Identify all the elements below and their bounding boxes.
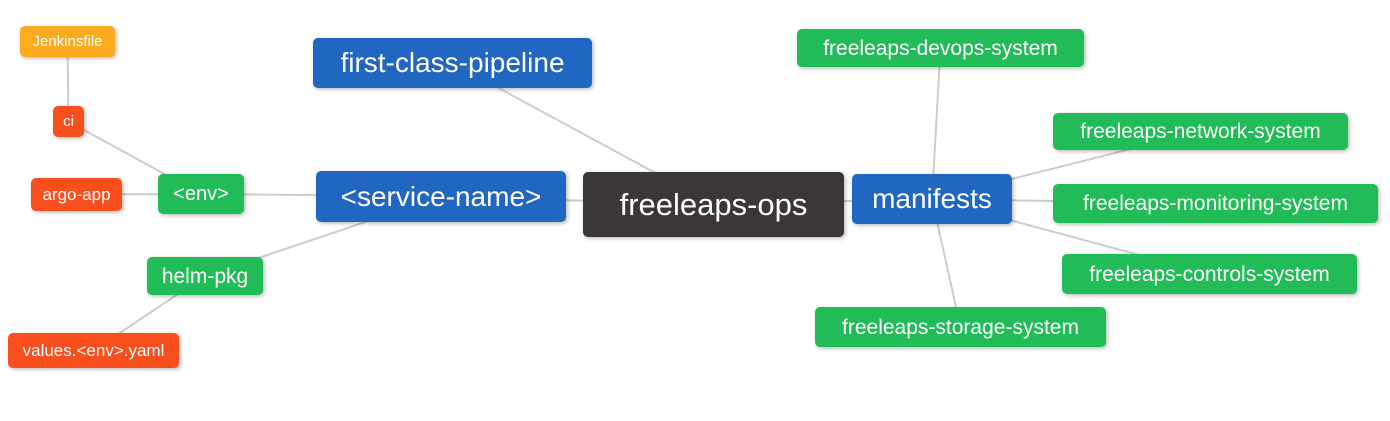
mindmap-node-storage-system[interactable]: freeleaps-storage-system <box>815 307 1106 347</box>
edge-manifests-to-devops-system <box>931 47 942 200</box>
mindmap-node-network-system[interactable]: freeleaps-network-system <box>1053 113 1348 150</box>
mindmap-node-manifests[interactable]: manifests <box>852 174 1012 224</box>
mindmap-node-first-class-pipeline[interactable]: first-class-pipeline <box>313 38 592 88</box>
mindmap-node-monitoring-system[interactable]: freeleaps-monitoring-system <box>1053 184 1378 223</box>
mindmap-node-argo-app[interactable]: argo-app <box>31 178 122 211</box>
mindmap-node-devops-system[interactable]: freeleaps-devops-system <box>797 29 1084 67</box>
mindmap-node-service-name[interactable]: <service-name> <box>316 171 566 222</box>
mindmap-node-jenkinsfile[interactable]: Jenkinsfile <box>20 26 115 57</box>
mindmap-node-ci[interactable]: ci <box>53 106 84 137</box>
mindmap-node-env[interactable]: <env> <box>158 174 244 214</box>
mindmap-node-controls-system[interactable]: freeleaps-controls-system <box>1062 254 1357 294</box>
mindmap-node-values-env-yaml[interactable]: values.<env>.yaml <box>8 333 179 368</box>
mindmap-node-helm-pkg[interactable]: helm-pkg <box>147 257 263 295</box>
mindmap-node-freeleaps-ops[interactable]: freeleaps-ops <box>583 172 844 237</box>
